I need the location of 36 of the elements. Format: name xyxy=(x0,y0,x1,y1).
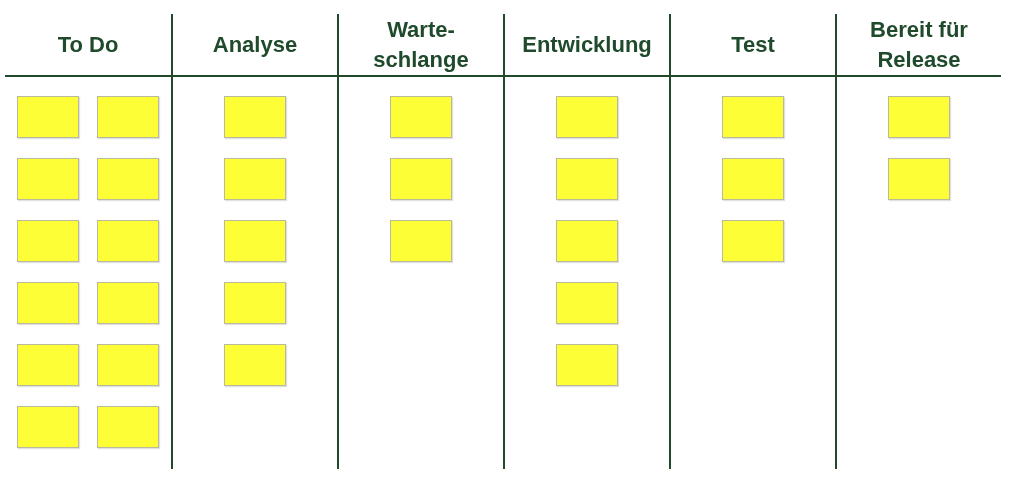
sticky-note xyxy=(722,96,784,138)
column-heading: Analyse xyxy=(212,30,298,59)
sticky-note xyxy=(224,158,286,200)
sticky-note xyxy=(97,282,159,324)
sticky-note xyxy=(97,406,159,448)
sticky-note xyxy=(390,96,452,138)
sticky-note xyxy=(17,406,79,448)
sticky-note xyxy=(390,220,452,262)
sticky-note xyxy=(224,96,286,138)
column-heading: Warte- schlange xyxy=(372,15,470,74)
sticky-note xyxy=(97,96,159,138)
sticky-note xyxy=(556,282,618,324)
sticky-note xyxy=(17,158,79,200)
sticky-note xyxy=(17,96,79,138)
sticky-note xyxy=(17,344,79,386)
column-heading: To Do xyxy=(57,30,119,59)
sticky-note xyxy=(556,220,618,262)
sticky-note xyxy=(97,344,159,386)
sticky-note xyxy=(224,344,286,386)
sticky-note xyxy=(224,220,286,262)
sticky-note xyxy=(390,158,452,200)
sticky-note xyxy=(224,282,286,324)
sticky-note xyxy=(17,282,79,324)
column-heading: Test xyxy=(731,30,775,59)
column-heading: Entwicklung xyxy=(522,30,652,59)
sticky-note xyxy=(97,158,159,200)
sticky-note xyxy=(97,220,159,262)
sticky-note xyxy=(722,158,784,200)
sticky-note xyxy=(556,344,618,386)
column-heading: Bereit für Release xyxy=(869,15,969,74)
sticky-note xyxy=(17,220,79,262)
sticky-note xyxy=(556,96,618,138)
sticky-note xyxy=(556,158,618,200)
sticky-note xyxy=(722,220,784,262)
sticky-note xyxy=(888,96,950,138)
sticky-note xyxy=(888,158,950,200)
